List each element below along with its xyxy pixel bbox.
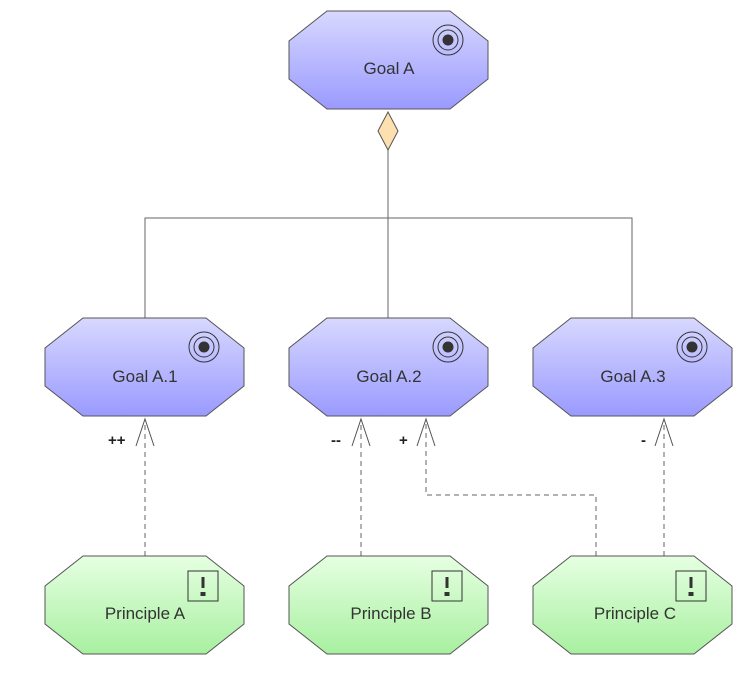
principle-a-node[interactable]: Principle A (44, 555, 245, 655)
aggregation-connectors (144, 150, 633, 318)
aggregation-diamond (377, 110, 399, 152)
principle-exclamation-icon (675, 570, 707, 602)
principle-exclamation-icon (187, 570, 219, 602)
goal-a2-label: Goal A.2 (356, 367, 421, 386)
goal-target-icon (432, 331, 464, 363)
principle-c-node[interactable]: Principle C (532, 555, 733, 655)
influence-arrowheads (135, 417, 674, 447)
arrowhead-icon (416, 417, 436, 447)
principle-a-label: Principle A (105, 604, 186, 623)
principle-b-label: Principle B (350, 604, 431, 623)
arrowhead-icon (351, 417, 371, 447)
arrowhead-icon (654, 417, 674, 447)
goal-target-icon (188, 331, 220, 363)
influence-sign-principle-c-to-a3: - (641, 432, 646, 449)
principle-c-label: Principle C (594, 604, 676, 623)
goal-a-node[interactable]: Goal A (288, 10, 489, 110)
principle-b-node[interactable]: Principle B (288, 555, 489, 655)
goal-target-icon (432, 24, 464, 56)
influence-sign-principle-c-to-a2: + (399, 432, 408, 449)
goal-a3-label: Goal A.3 (600, 367, 665, 386)
arrowhead-icon (135, 417, 155, 447)
goal-a-label: Goal A (363, 59, 415, 78)
goal-target-icon (676, 331, 708, 363)
aggregation-line-goal-a3[interactable] (388, 217, 633, 318)
goal-a1-label: Goal A.1 (112, 367, 177, 386)
goal-a3-node[interactable]: Goal A.3 (532, 317, 733, 417)
aggregation-line-goal-a1[interactable] (144, 150, 389, 318)
influence-line-principle-c-to-a2[interactable] (425, 420, 597, 556)
influence-sign-principle-b: -- (331, 432, 341, 449)
influence-sign-principle-a: ++ (108, 432, 126, 449)
influence-signs: ++ -- + - (108, 432, 646, 449)
principle-exclamation-icon (431, 570, 463, 602)
influence-connectors (144, 420, 665, 556)
goal-a2-node[interactable]: Goal A.2 (288, 317, 489, 417)
goal-a1-node[interactable]: Goal A.1 (44, 317, 245, 417)
